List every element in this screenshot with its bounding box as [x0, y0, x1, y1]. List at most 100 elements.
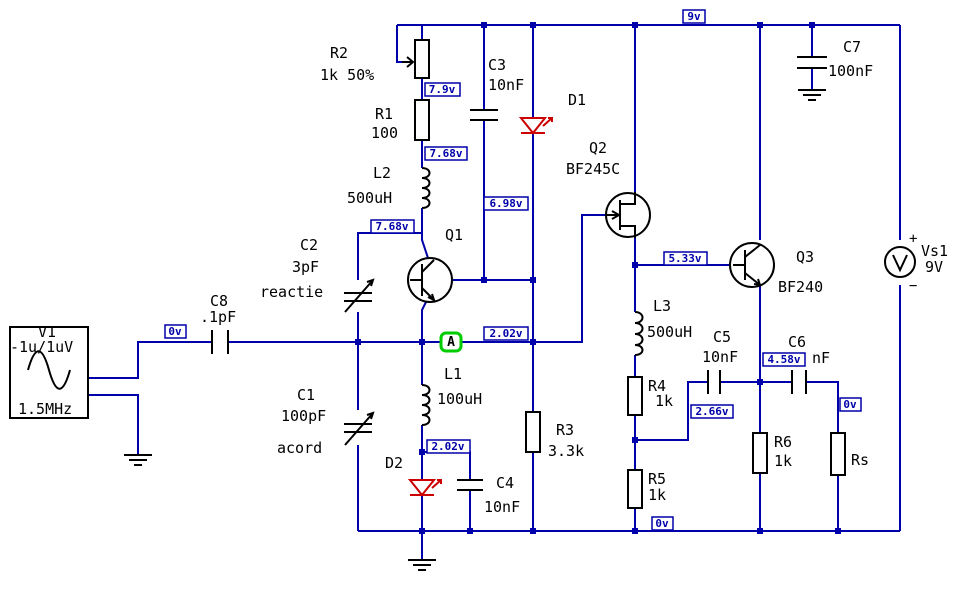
- r5-value: 1k: [648, 486, 666, 504]
- r2-top-wire: [397, 24, 423, 40]
- vs1-value: 9V: [925, 258, 943, 276]
- c4-top-wire: [422, 451, 471, 480]
- c5-capacitor[interactable]: [707, 370, 721, 394]
- v1-source[interactable]: [9, 326, 89, 419]
- ground-icon: [124, 454, 152, 466]
- l3-value: 500uH: [647, 323, 692, 341]
- r2-potentiometer[interactable]: [402, 39, 430, 79]
- r6-name: R6: [774, 433, 792, 451]
- junctions: [355, 22, 841, 534]
- voltage-tag-input: 0v: [164, 324, 187, 339]
- c7-capacitor[interactable]: [797, 56, 827, 69]
- d2-name: D2: [385, 454, 403, 472]
- junction-dot: [530, 339, 536, 345]
- junction-dot: [632, 437, 638, 443]
- q1-transistor[interactable]: [407, 257, 453, 303]
- junction-dot: [632, 22, 638, 28]
- svg-text:7.9v: 7.9v: [429, 83, 456, 96]
- probe-a-marker[interactable]: A: [439, 331, 463, 353]
- ground-icon: [408, 559, 436, 571]
- junction-dot: [632, 262, 638, 268]
- c4-name: C4: [496, 474, 514, 492]
- l3-name: L3: [653, 297, 671, 315]
- q3-transistor[interactable]: [729, 242, 775, 288]
- c6-name: C6: [788, 333, 806, 351]
- junction-dot: [530, 22, 536, 28]
- c1-variable-capacitor[interactable]: [344, 411, 375, 446]
- rs-resistor[interactable]: [830, 432, 846, 476]
- voltage-tag-r2-r1: 7.9v: [424, 82, 461, 97]
- voltage-tag-q3-emitter: 4.58v: [762, 352, 806, 367]
- c2-variable-capacitor[interactable]: [344, 278, 375, 313]
- r5-name: R5: [648, 470, 666, 488]
- r3-name: R3: [556, 421, 574, 439]
- c8-node-wire: [228, 214, 605, 343]
- c4-capacitor[interactable]: [457, 479, 483, 491]
- junction-dot: [835, 528, 841, 534]
- q2-jfet[interactable]: [605, 192, 651, 238]
- voltage-tag-output: 0v: [839, 397, 862, 412]
- l2-inductor[interactable]: [421, 167, 431, 209]
- c2-name: C2: [300, 236, 318, 254]
- junction-dot: [757, 379, 763, 385]
- c7-value: 100nF: [828, 62, 873, 80]
- svg-text:7.68v: 7.68v: [375, 220, 408, 233]
- c6-capacitor[interactable]: [791, 370, 807, 394]
- voltage-tag-r4-r5: 2.66v: [690, 404, 734, 419]
- svg-text:2.02v: 2.02v: [431, 440, 464, 453]
- vs1-minus: −: [909, 278, 917, 294]
- r5-resistor[interactable]: [627, 469, 643, 509]
- v1-ground-wire: [88, 394, 139, 455]
- wires: [88, 24, 901, 560]
- r4-resistor[interactable]: [627, 376, 643, 416]
- junction-dot: [355, 339, 361, 345]
- c5-left-wire: [635, 381, 708, 441]
- c8-capacitor[interactable]: [211, 330, 229, 354]
- c8-name: C8: [210, 292, 228, 310]
- c3-capacitor[interactable]: [470, 109, 498, 121]
- junction-dot: [530, 277, 536, 283]
- r4-value: 1k: [655, 392, 673, 410]
- d2-led[interactable]: [407, 479, 442, 497]
- svg-text:4.58v: 4.58v: [767, 353, 800, 366]
- c6-right-wire: [806, 381, 839, 433]
- junction-dot: [632, 528, 638, 534]
- v1-name: V1: [38, 323, 56, 341]
- v1-freq: 1.5MHz: [18, 400, 72, 418]
- c4-value: 10nF: [484, 498, 520, 516]
- r1-resistor[interactable]: [414, 99, 430, 141]
- r3-resistor[interactable]: [525, 411, 541, 453]
- voltage-tag-node-a: 2.02v: [483, 326, 529, 341]
- junction-dot: [757, 22, 763, 28]
- voltage-tag-supply: 9v: [682, 9, 706, 24]
- c1-name: C1: [297, 386, 315, 404]
- svg-text:9v: 9v: [687, 10, 701, 23]
- l1-inductor[interactable]: [421, 384, 431, 426]
- c1-value: 100pF: [281, 407, 326, 425]
- c5-value: 10nF: [702, 348, 738, 366]
- c5-name: C5: [713, 328, 731, 346]
- c6-value: nF: [812, 349, 830, 367]
- voltage-tag-ground: 0v: [651, 516, 674, 531]
- ground-icon: [798, 89, 826, 101]
- junction-dot: [419, 449, 425, 455]
- c2-note: reactie: [260, 283, 323, 301]
- d1-led[interactable]: [518, 117, 553, 135]
- q2-value: BF245C: [566, 160, 620, 178]
- r1-value: 100: [371, 124, 398, 142]
- r6-resistor[interactable]: [752, 432, 768, 474]
- vs1-source[interactable]: [884, 246, 916, 278]
- v1-value: -1u/1uV: [10, 338, 73, 356]
- r6-value: 1k: [774, 452, 792, 470]
- svg-text:7.68v: 7.68v: [429, 147, 462, 160]
- svg-text:2.66v: 2.66v: [695, 405, 728, 418]
- l2-name: L2: [373, 164, 391, 182]
- l1-value: 100uH: [437, 390, 482, 408]
- q2-name: Q2: [589, 139, 607, 157]
- q1-name: Q1: [445, 226, 463, 244]
- r4-name: R4: [648, 377, 666, 395]
- junction-dot: [809, 22, 815, 28]
- component-labels: R2 1k 50% R1 100 L2 500uH C3 10nF D1 Q1 …: [10, 38, 948, 516]
- junction-dot: [481, 277, 487, 283]
- l3-inductor[interactable]: [634, 311, 644, 356]
